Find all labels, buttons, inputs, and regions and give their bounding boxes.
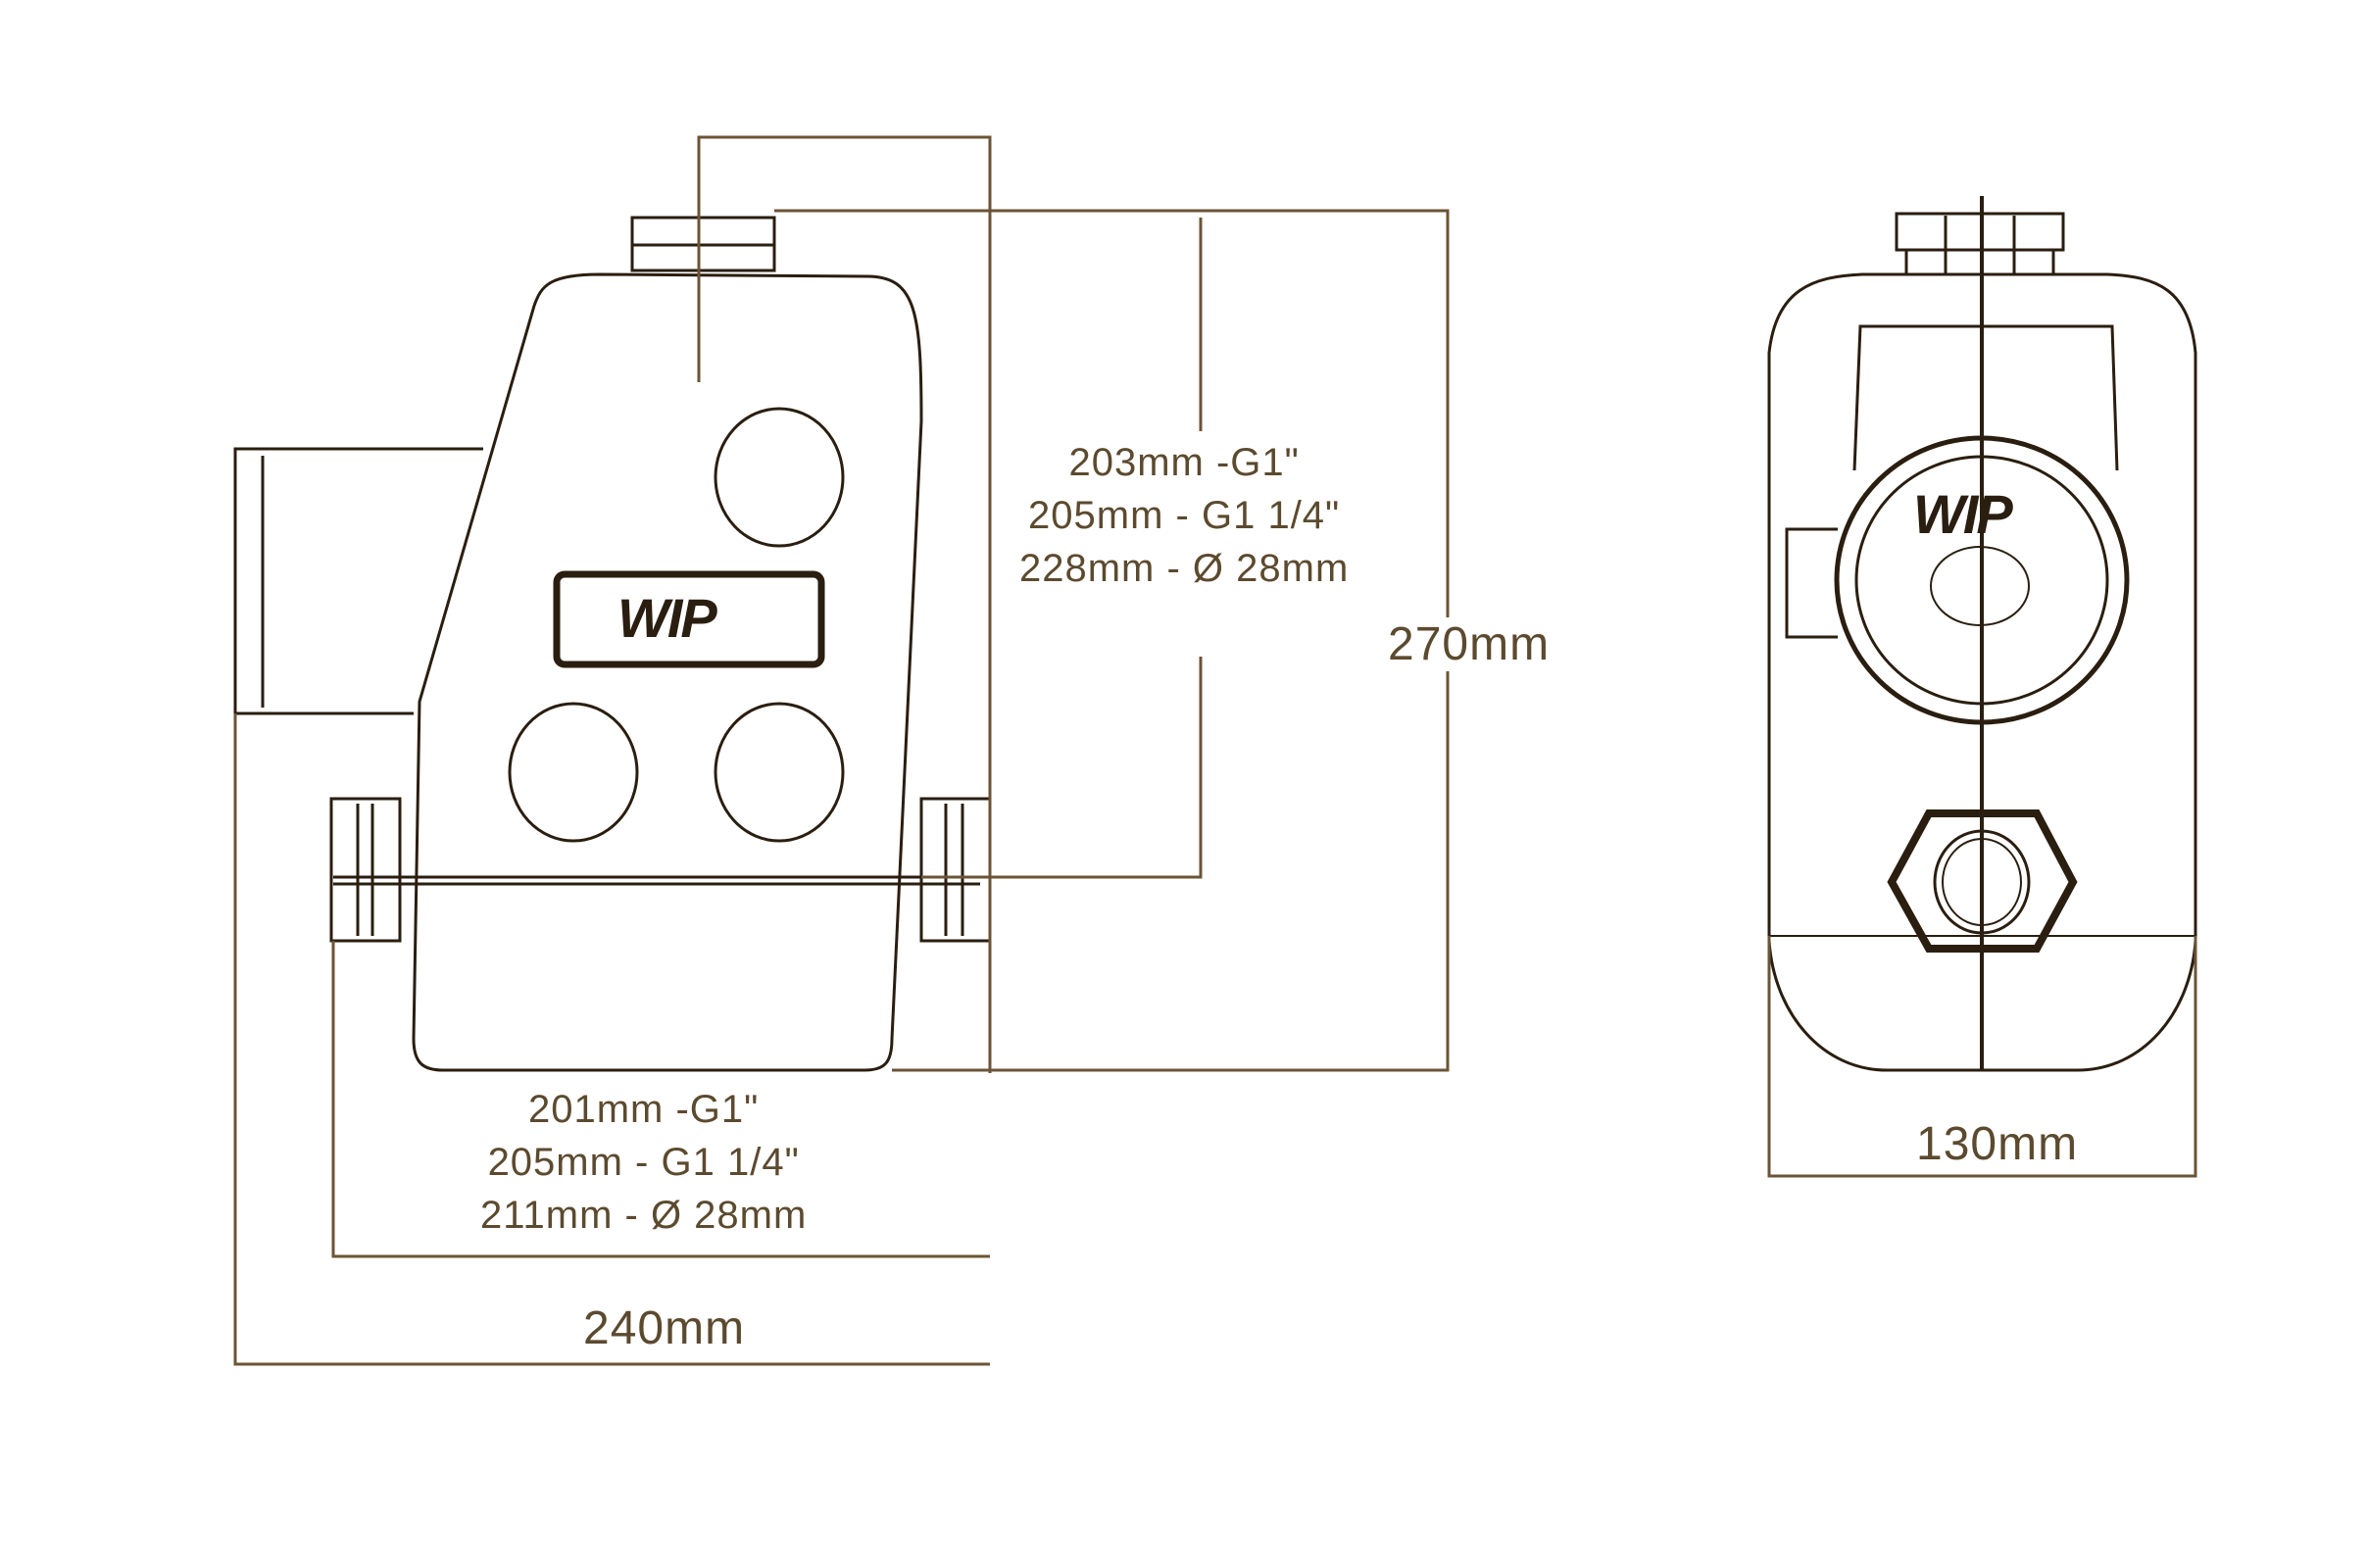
dim-height-line-1: 203mm -G1" <box>1068 441 1300 484</box>
side-circle-bottom-left <box>508 702 639 843</box>
side-logo-plate <box>553 570 825 668</box>
front-hex-nut <box>1887 809 2078 953</box>
side-top-cap <box>630 216 776 272</box>
side-body-outline <box>412 272 923 1072</box>
side-circle-bottom-right <box>714 702 845 843</box>
front-width-label: 130mm <box>1916 1118 2079 1170</box>
total-height-label: 270mm <box>1382 617 1556 671</box>
front-top-nut <box>1895 212 2065 252</box>
dim-width-line-2: 205mm - G1 1/4" <box>487 1141 800 1184</box>
side-logo-text: WIP <box>617 587 717 649</box>
total-width-label: 240mm <box>583 1302 746 1354</box>
front-body-outline <box>1767 272 2197 1072</box>
side-circle-top <box>714 407 845 548</box>
side-view <box>233 216 992 1072</box>
front-logo-text: WIP <box>1913 483 2013 545</box>
dim-height-line-2: 205mm - G1 1/4" <box>1028 494 1341 537</box>
dim-height-line-3: 228mm - Ø 28mm <box>1019 547 1350 590</box>
left-flange-bolt <box>329 797 402 943</box>
front-dimensions <box>1767 936 2197 1178</box>
dim-width-line-1: 201mm -G1" <box>527 1088 760 1131</box>
side-outlet-pipe <box>233 447 483 715</box>
front-view <box>1767 196 2197 1072</box>
side-dimensions <box>233 135 1450 1366</box>
side-height-dimension-label: 203mm -G1" 205mm - G1 1/4" 228mm - Ø 28m… <box>1019 436 1349 595</box>
right-flange-bolt <box>919 797 992 943</box>
side-width-dimension-label: 201mm -G1" 205mm - G1 1/4" 211mm - Ø 28m… <box>480 1083 807 1242</box>
dim-width-line-3: 211mm - Ø 28mm <box>480 1194 808 1237</box>
